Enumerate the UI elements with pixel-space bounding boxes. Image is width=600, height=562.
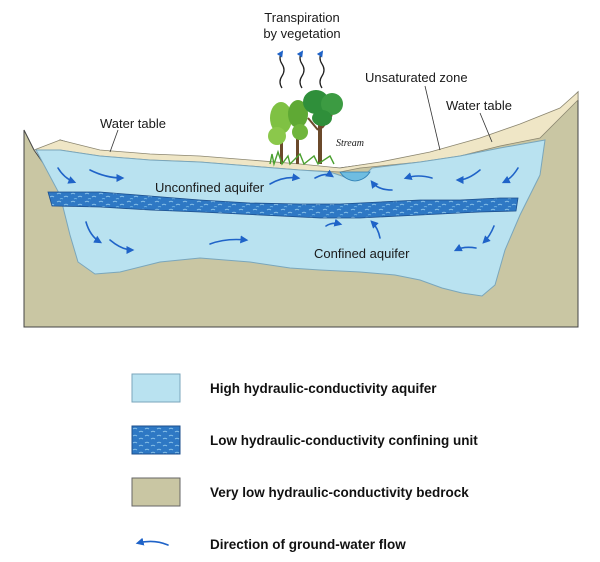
stream-label: Stream [336, 138, 364, 149]
flow-arrow [325, 218, 343, 227]
leader-water-table-left [109, 129, 119, 153]
flow-arrow [209, 235, 249, 245]
confined-aquifer-label: Confined aquifer [314, 246, 410, 261]
flow-arrow [57, 167, 77, 184]
stream [339, 171, 371, 182]
legend-label-confining: Low hydraulic-conductivity confining uni… [210, 433, 478, 448]
vegetation [268, 90, 343, 167]
unconfined-aquifer-label: Unconfined aquifer [155, 180, 265, 195]
legend-label-bedrock: Very low hydraulic-conductivity bedrock [210, 485, 469, 500]
flow-arrow [85, 221, 103, 244]
water-table-left-label: Water table [100, 116, 166, 131]
leader-water-table-right [479, 112, 493, 143]
legend-flow-arrow-icon [135, 537, 169, 546]
flow-arrow [455, 169, 481, 184]
flow-arrow [501, 167, 519, 184]
legend-label-aquifer: High hydraulic-conductivity aquifer [210, 381, 437, 396]
flow-arrows [57, 167, 519, 254]
transpiration-arrows [276, 50, 325, 89]
flow-arrow [109, 239, 135, 254]
transpiration-label-line1: Transpiration [264, 10, 339, 25]
flow-arrow [370, 180, 393, 191]
aquifer [35, 139, 546, 297]
flow-arrow [89, 169, 125, 182]
legend-swatch-confining [131, 425, 181, 455]
confining-unit [47, 191, 519, 219]
legend-label-flow: Direction of ground-water flow [210, 537, 406, 552]
legend-swatch-aquifer [131, 373, 181, 403]
legend-swatch-bedrock [131, 477, 181, 507]
flow-arrow [453, 243, 477, 252]
flow-arrow [269, 173, 301, 185]
flow-arrow [314, 169, 334, 179]
leader-unsaturated-zone [424, 85, 441, 151]
unsaturated-zone-label: Unsaturated zone [365, 70, 468, 85]
water-table-right-label: Water table [446, 98, 512, 113]
legend: High hydraulic-conductivity aquifer Low … [131, 373, 478, 552]
transpiration-label-line2: by vegetation [263, 26, 340, 41]
flow-arrow [482, 225, 495, 244]
flow-arrow [403, 172, 433, 181]
flow-arrow [370, 220, 381, 239]
